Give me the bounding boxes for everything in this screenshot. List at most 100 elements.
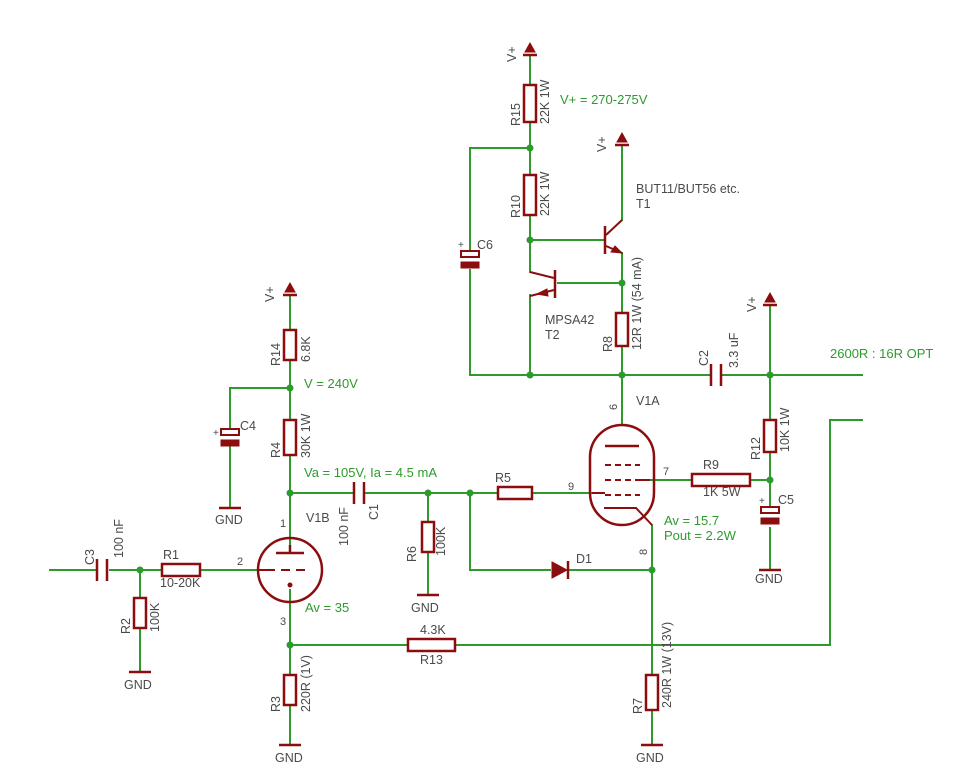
- svg-text:C1: C1: [367, 504, 381, 520]
- svg-text:GND: GND: [275, 751, 303, 765]
- svg-text:C3: C3: [83, 549, 97, 565]
- svg-text:R9: R9: [703, 458, 719, 472]
- resistor-r7: R7 240R 1W (13V): [631, 622, 674, 714]
- svg-text:D1: D1: [576, 552, 592, 566]
- resistor-r6: R6 100K: [405, 520, 448, 562]
- note-va-ia: Va = 105V, Ia = 4.5 mA: [304, 465, 437, 480]
- vplus-t1: V+: [595, 131, 629, 152]
- resistor-r2: R2 100K: [119, 596, 162, 634]
- svg-text:6.8K: 6.8K: [299, 336, 313, 362]
- resistor-r1: R1 10-20K: [160, 548, 202, 590]
- note-v-node: V = 240V: [304, 376, 358, 391]
- note-av-v1a: Av = 15.7: [664, 513, 719, 528]
- svg-text:7: 7: [663, 466, 669, 478]
- svg-text:2: 2: [237, 556, 243, 568]
- svg-text:C4: C4: [240, 419, 256, 433]
- svg-text:C6: C6: [477, 238, 493, 252]
- svg-text:T1: T1: [636, 197, 651, 211]
- svg-text:GND: GND: [755, 572, 783, 586]
- svg-text:C2: C2: [697, 350, 711, 366]
- svg-text:GND: GND: [215, 513, 243, 527]
- svg-text:R2: R2: [119, 618, 133, 634]
- note-vplus-range: V+ = 270-275V: [560, 92, 648, 107]
- svg-text:1: 1: [280, 518, 286, 530]
- resistor-r12: R12 10K 1W: [749, 407, 792, 460]
- svg-text:V1A: V1A: [636, 394, 660, 408]
- resistor-r9: R9 1K 5W: [690, 458, 752, 499]
- gnd-r7: GND: [636, 743, 664, 765]
- note-av-v1b: Av = 35: [305, 600, 349, 615]
- gnd-r6: GND: [411, 593, 439, 615]
- svg-text:9: 9: [568, 481, 574, 493]
- svg-text:30K 1W: 30K 1W: [299, 413, 313, 458]
- capacitor-c3: C3 100 nF: [83, 519, 126, 581]
- resistor-r4: R4 30K 1W: [269, 413, 313, 458]
- gnd-c4: GND: [215, 506, 243, 527]
- gnd-r2: GND: [124, 670, 152, 692]
- svg-text:R4: R4: [269, 442, 283, 458]
- vplus-r15: V+: [505, 41, 537, 62]
- svg-text:R1: R1: [163, 548, 179, 562]
- resistor-r8: R8 12R 1W (54 mA): [601, 257, 644, 352]
- vplus-r14: V+: [263, 281, 297, 302]
- note-pout: Pout = 2.2W: [664, 528, 737, 543]
- svg-text:100 nF: 100 nF: [337, 507, 351, 546]
- svg-text:12R 1W (54 mA): 12R 1W (54 mA): [630, 257, 644, 350]
- svg-text:R3: R3: [269, 696, 283, 712]
- capacitor-c1: C1 100 nF: [337, 482, 381, 546]
- svg-text:10K 1W: 10K 1W: [778, 407, 792, 452]
- svg-text:4.3K: 4.3K: [420, 623, 446, 637]
- svg-text:R10: R10: [509, 195, 523, 218]
- svg-text:V+: V+: [505, 46, 519, 62]
- svg-text:100 nF: 100 nF: [112, 519, 126, 558]
- resistor-r15: R15 22K 1W: [509, 79, 552, 126]
- svg-text:GND: GND: [124, 678, 152, 692]
- svg-text:+: +: [458, 240, 464, 251]
- svg-text:3.3 uF: 3.3 uF: [727, 332, 741, 368]
- svg-text:V+: V+: [595, 136, 609, 152]
- svg-text:R8: R8: [601, 336, 615, 352]
- gnd-r3: GND: [275, 743, 303, 765]
- svg-text:6: 6: [608, 404, 620, 410]
- svg-text:GND: GND: [636, 751, 664, 765]
- svg-text:220R (1V): 220R (1V): [299, 655, 313, 712]
- svg-text:+: +: [759, 496, 765, 507]
- svg-text:240R 1W (13V): 240R 1W (13V): [660, 622, 674, 708]
- svg-text:22K 1W: 22K 1W: [538, 79, 552, 124]
- resistor-r13: 4.3K R13: [406, 623, 457, 667]
- svg-text:R14: R14: [269, 343, 283, 366]
- note-opt: 2600R : 16R OPT: [830, 346, 933, 361]
- diode-d1: D1: [551, 552, 592, 579]
- svg-text:R15: R15: [509, 103, 523, 126]
- transistor-t1: BUT11/BUT56 etc. T1: [603, 182, 740, 254]
- svg-text:GND: GND: [411, 601, 439, 615]
- svg-text:100K: 100K: [434, 526, 448, 556]
- tube-v1b: V1B 1 2 3: [237, 511, 330, 628]
- svg-text:R12: R12: [749, 437, 763, 460]
- resistor-r3: R3 220R (1V): [269, 655, 313, 712]
- capacitor-c4: + C4: [213, 419, 256, 447]
- svg-text:R13: R13: [420, 653, 443, 667]
- svg-text:R5: R5: [495, 471, 511, 485]
- capacitor-c2: C2 3.3 uF: [697, 332, 741, 386]
- resistor-r14: R14 6.8K: [269, 328, 313, 366]
- tube-v1a: V1A 6 7 8 9: [568, 394, 669, 555]
- svg-text:+: +: [213, 428, 219, 439]
- svg-text:V1B: V1B: [306, 511, 330, 525]
- svg-text:3: 3: [280, 616, 286, 628]
- svg-text:10-20K: 10-20K: [160, 576, 201, 590]
- resistor-r10: R10 22K 1W: [509, 171, 552, 218]
- gnd-c5: GND: [755, 568, 783, 586]
- resistor-r5: R5: [495, 471, 534, 501]
- svg-text:100K: 100K: [148, 602, 162, 632]
- svg-text:MPSA42: MPSA42: [545, 313, 594, 327]
- junctions: [136, 144, 774, 649]
- svg-text:R7: R7: [631, 698, 645, 714]
- svg-text:V+: V+: [745, 296, 759, 312]
- capacitor-c6: + C6: [458, 238, 493, 269]
- svg-text:22K 1W: 22K 1W: [538, 171, 552, 216]
- svg-text:BUT11/BUT56 etc.: BUT11/BUT56 etc.: [636, 182, 740, 196]
- svg-text:8: 8: [638, 549, 650, 555]
- transistor-t2: MPSA42 T2: [529, 270, 594, 342]
